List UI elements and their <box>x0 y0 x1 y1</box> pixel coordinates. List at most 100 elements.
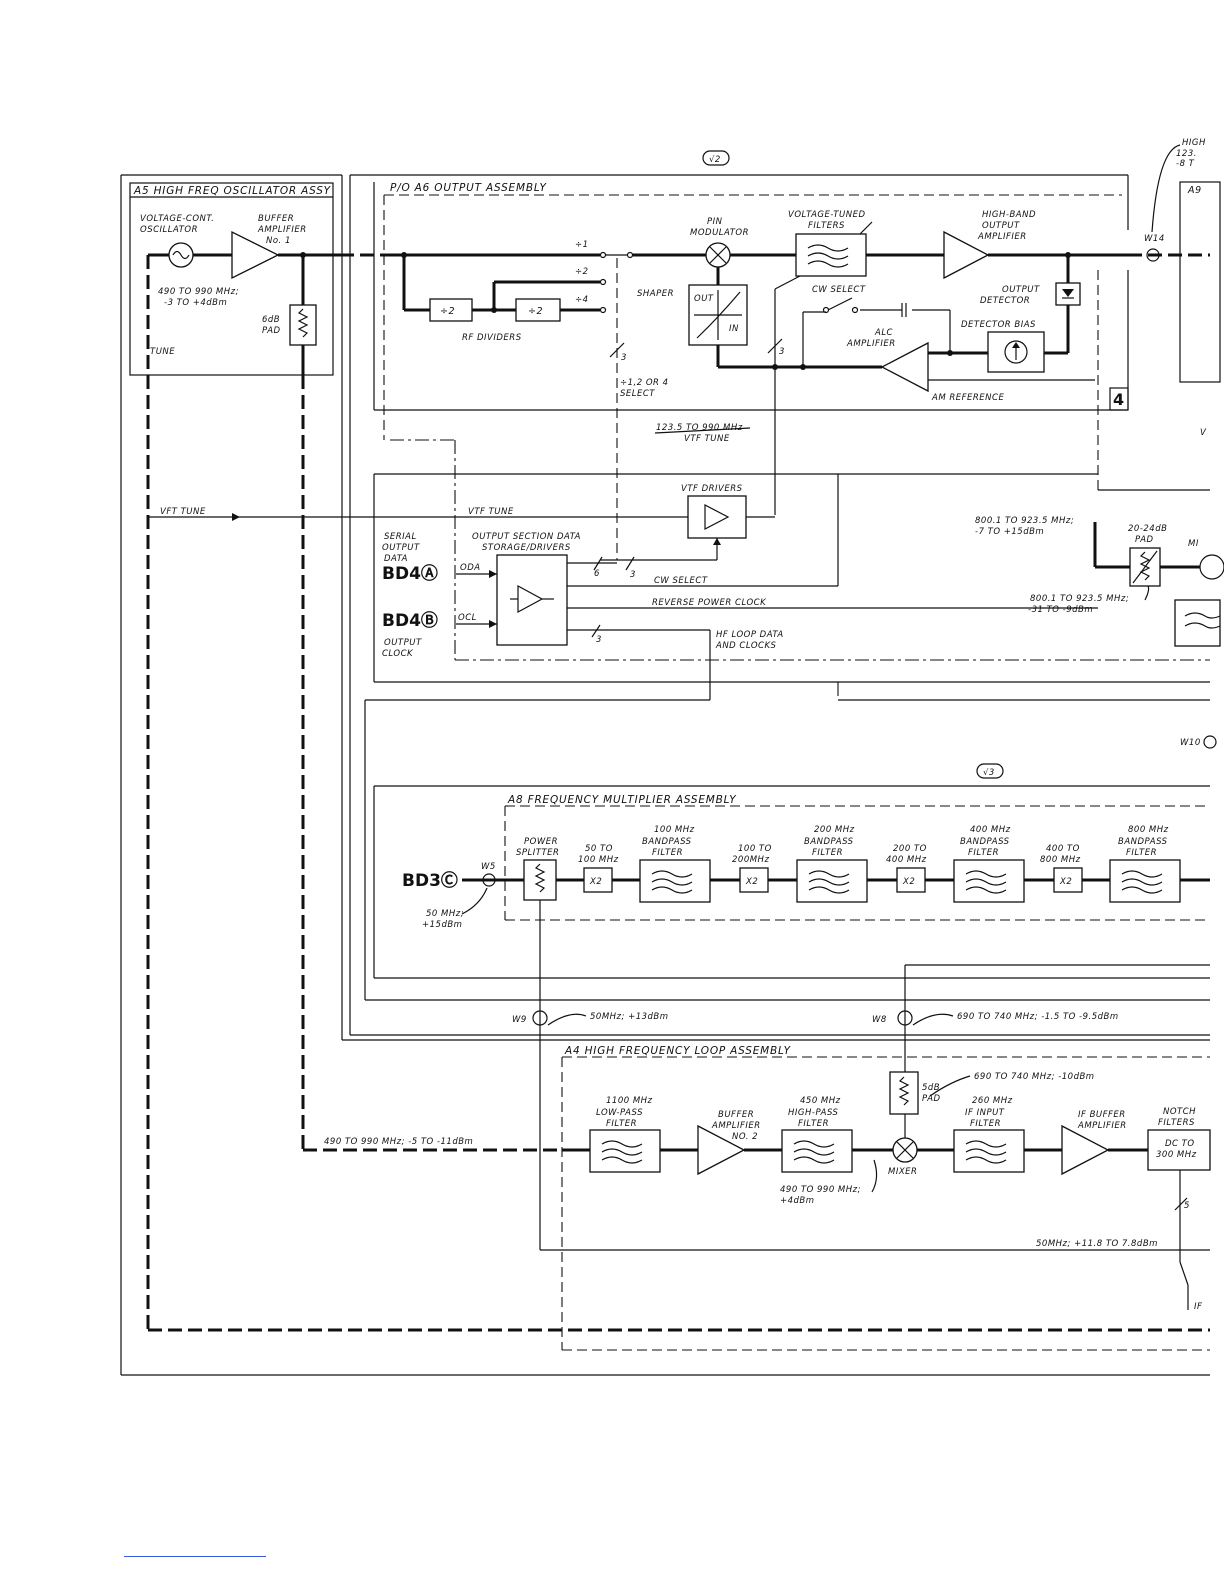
svg-text:No. 1: No. 1 <box>266 236 291 246</box>
svg-text:490 TO 990 MHz;: 490 TO 990 MHz; <box>780 1185 861 1195</box>
svg-text:123.5 TO 990 MHz: 123.5 TO 990 MHz <box>656 423 743 433</box>
5db-pad <box>889 1071 919 1115</box>
svg-text:BANDPASS: BANDPASS <box>804 837 854 847</box>
doubler-4 <box>1053 867 1083 893</box>
svg-text:A8 FREQUENCY MULTIPLIER ASSEMB: A8 FREQUENCY MULTIPLIER ASSEMBLY <box>507 794 737 806</box>
svg-text:OUT: OUT <box>694 294 714 304</box>
svg-text:300 MHz: 300 MHz <box>1156 1150 1197 1160</box>
svg-text:123.: 123. <box>1176 149 1197 159</box>
svg-text:690 TO 740 MHz; -1.5 TO -9.5dB: 690 TO 740 MHz; -1.5 TO -9.5dBm <box>957 1012 1119 1022</box>
svg-text:ODA: ODA <box>460 563 481 573</box>
svg-text:A9: A9 <box>1187 185 1202 196</box>
svg-text:HIGH: HIGH <box>1182 138 1206 148</box>
svg-text:BUFFER: BUFFER <box>718 1110 754 1120</box>
svg-text:IF: IF <box>1194 1302 1202 1312</box>
svg-text:AMPLIFIER: AMPLIFIER <box>846 339 896 349</box>
svg-text:690 TO 740 MHz; -10dBm: 690 TO 740 MHz; -10dBm <box>974 1072 1095 1082</box>
a4-hf-loop-assembly: A4 HIGH FREQUENCY LOOP ASSEMBLY 490 TO 9… <box>324 1045 1210 1351</box>
svg-text:OUTPUT: OUTPUT <box>982 221 1020 231</box>
svg-text:-31 TO -9dBm: -31 TO -9dBm <box>1028 605 1093 615</box>
doubler-3 <box>896 867 926 893</box>
6db-pad <box>289 304 317 346</box>
output-section-data-storage <box>496 554 568 646</box>
svg-text:3: 3 <box>779 347 785 357</box>
svg-text:200 TO: 200 TO <box>893 844 927 854</box>
svg-text:5: 5 <box>1184 1201 1190 1211</box>
svg-text:PAD: PAD <box>262 326 281 336</box>
svg-text:450 MHz: 450 MHz <box>800 1096 841 1106</box>
a6-output-assembly: P/O A6 OUTPUT ASSEMBLY ÷2 ÷2 RF DIVIDERS… <box>373 182 1129 560</box>
svg-text:OUTPUT: OUTPUT <box>384 638 422 648</box>
svg-text:6: 6 <box>594 569 600 579</box>
svg-text:VTF TUNE: VTF TUNE <box>684 434 730 444</box>
if-buffer-amplifier <box>1061 1124 1110 1176</box>
ref-bubble-mid: √3 <box>976 763 1004 779</box>
svg-text:÷1: ÷1 <box>575 240 589 250</box>
svg-text:SERIAL: SERIAL <box>384 532 417 542</box>
svg-text:260 MHz: 260 MHz <box>972 1096 1013 1106</box>
svg-text:FILTER: FILTER <box>798 1119 829 1129</box>
svg-text:DETECTOR BIAS: DETECTOR BIAS <box>961 320 1036 330</box>
svg-text:+4dBm: +4dBm <box>780 1196 815 1206</box>
rf-path <box>146 252 1210 1332</box>
svg-text:W5: W5 <box>481 862 496 872</box>
alc-amplifier <box>880 341 929 393</box>
svg-text:MIXER: MIXER <box>888 1167 917 1177</box>
svg-text:P/O A6 OUTPUT ASSEMBLY: P/O A6 OUTPUT ASSEMBLY <box>390 182 547 194</box>
right-edge: HIGH 123. -8 T A9 W14 V 800.1 TO 923.5 M… <box>975 138 1224 1312</box>
svg-text:AM REFERENCE: AM REFERENCE <box>931 393 1004 403</box>
w9-w8-connectors: W9 50MHz; +13dBm W8 690 TO 740 MHz; -1.5… <box>512 964 1210 1072</box>
svg-text:HIGH-BAND: HIGH-BAND <box>982 210 1036 220</box>
svg-text:BANDPASS: BANDPASS <box>960 837 1010 847</box>
svg-text:÷4: ÷4 <box>575 295 589 305</box>
svg-text:50 TO: 50 TO <box>585 844 613 854</box>
svg-text:AMPLIFIER: AMPLIFIER <box>711 1121 761 1131</box>
svg-text:4: 4 <box>1113 390 1124 409</box>
svg-text:400 TO: 400 TO <box>1046 844 1080 854</box>
svg-text:OUTPUT: OUTPUT <box>382 543 420 553</box>
svg-text:AMPLIFIER: AMPLIFIER <box>257 225 307 235</box>
svg-text:490 TO 990 MHz; -5 TO -11dBm: 490 TO 990 MHz; -5 TO -11dBm <box>324 1137 473 1147</box>
svg-text:IN: IN <box>729 324 739 334</box>
svg-text:800.1 TO 923.5 MHz;: 800.1 TO 923.5 MHz; <box>975 516 1074 526</box>
svg-text:AND CLOCKS: AND CLOCKS <box>715 641 777 651</box>
svg-text:CW SELECT: CW SELECT <box>812 285 866 295</box>
svg-text:DETECTOR: DETECTOR <box>980 296 1030 306</box>
svg-text:√2: √2 <box>709 155 721 165</box>
svg-text:50MHz; +13dBm: 50MHz; +13dBm <box>590 1012 669 1022</box>
svg-text:800 MHz: 800 MHz <box>1040 855 1081 865</box>
svg-text:400 MHz: 400 MHz <box>886 855 927 865</box>
svg-text:100 MHz: 100 MHz <box>578 855 619 865</box>
svg-text:IF BUFFER: IF BUFFER <box>1078 1110 1126 1120</box>
svg-text:DATA: DATA <box>384 554 408 564</box>
svg-text:POWER: POWER <box>524 837 558 847</box>
svg-text:X2: X2 <box>745 877 758 887</box>
bandpass-filter-400mhz <box>953 859 1025 903</box>
svg-text:SHAPER: SHAPER <box>637 289 674 299</box>
control-section: VFT TUNE VTF TUNE VTF DRIVERS SERIAL OUT… <box>148 439 1210 1001</box>
svg-text:NO. 2: NO. 2 <box>732 1132 758 1142</box>
svg-text:W9: W9 <box>512 1015 527 1025</box>
svg-text:50MHz; +11.8 TO 7.8dBm: 50MHz; +11.8 TO 7.8dBm <box>1036 1239 1158 1249</box>
svg-text:5dB: 5dB <box>922 1083 940 1093</box>
svg-text:BUFFER: BUFFER <box>258 214 294 224</box>
svg-text:TUNE: TUNE <box>150 347 175 357</box>
svg-text:PAD: PAD <box>1135 535 1154 545</box>
svg-text:6dB: 6dB <box>262 315 280 325</box>
svg-text:A5 HIGH FREQ OSCILLATOR ASSY: A5 HIGH FREQ OSCILLATOR ASSY <box>133 185 332 197</box>
bandpass-filter-100mhz <box>639 859 711 903</box>
buffer-amplifier-2 <box>697 1124 746 1176</box>
svg-text:AMPLIFIER: AMPLIFIER <box>1077 1121 1127 1131</box>
outer-frame <box>120 174 1210 1376</box>
svg-text:100 TO: 100 TO <box>738 844 772 854</box>
svg-text:800.1 TO 923.5 MHz;: 800.1 TO 923.5 MHz; <box>1030 594 1129 604</box>
a8-frequency-multiplier-assembly: A8 FREQUENCY MULTIPLIER ASSEMBLY BD3Ⓒ W5… <box>373 785 1210 1250</box>
svg-text:X2: X2 <box>1059 877 1072 887</box>
svg-text:√3: √3 <box>983 768 995 778</box>
svg-text:W10: W10 <box>1180 738 1201 748</box>
vtf-drivers <box>687 495 747 539</box>
svg-text:VOLTAGE-TUNED: VOLTAGE-TUNED <box>788 210 865 220</box>
svg-text:OSCILLATOR: OSCILLATOR <box>140 225 198 235</box>
svg-text:100 MHz: 100 MHz <box>654 825 695 835</box>
